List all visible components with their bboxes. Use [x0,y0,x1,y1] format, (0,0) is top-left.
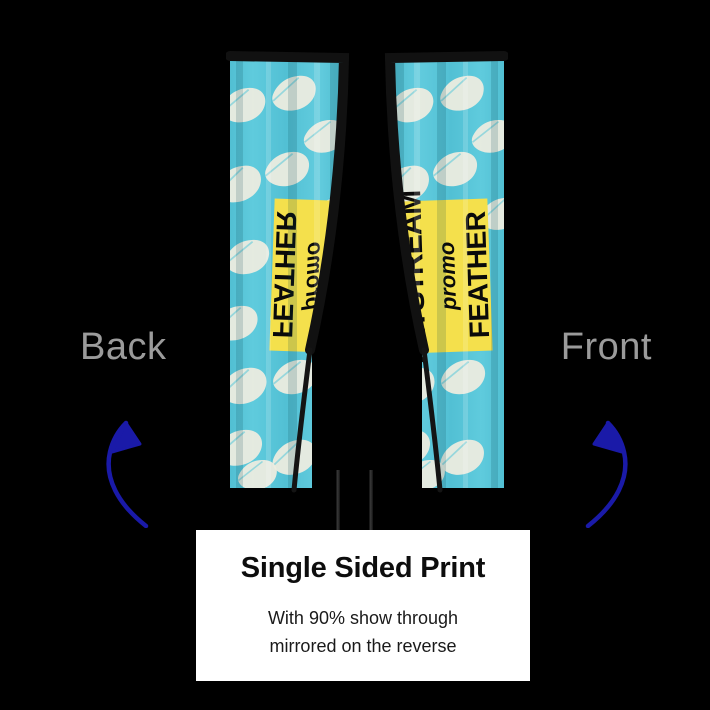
card-subtitle-line-1: With 90% show through [267,607,459,628]
svg-text:FEATHER: FEATHER [267,211,302,339]
svg-text:FEATHER: FEATHER [460,211,495,339]
pole-sleeve [384,51,508,355]
pole-shaft-upper [421,347,443,493]
card-title: Single Sided Print [240,552,486,584]
svg-text:promo: promo [434,241,461,311]
pole-sleeve [226,51,350,355]
curved-arrow-up-right-icon [88,408,198,529]
label-front: Front [560,326,652,368]
flag-front-side: JETSTREAM promo FEATHER [358,48,508,493]
card-subtitle-line-2: mirrored on the reverse [269,635,457,656]
flag-back-side: JETSTREAM promo FEATHER [226,48,376,493]
label-back: Back [80,326,167,368]
single-sided-print-card: Single Sided Print With 90% show through… [196,530,530,681]
curved-arrow-up-left-icon [536,408,646,529]
pole-shaft-upper [291,347,313,493]
